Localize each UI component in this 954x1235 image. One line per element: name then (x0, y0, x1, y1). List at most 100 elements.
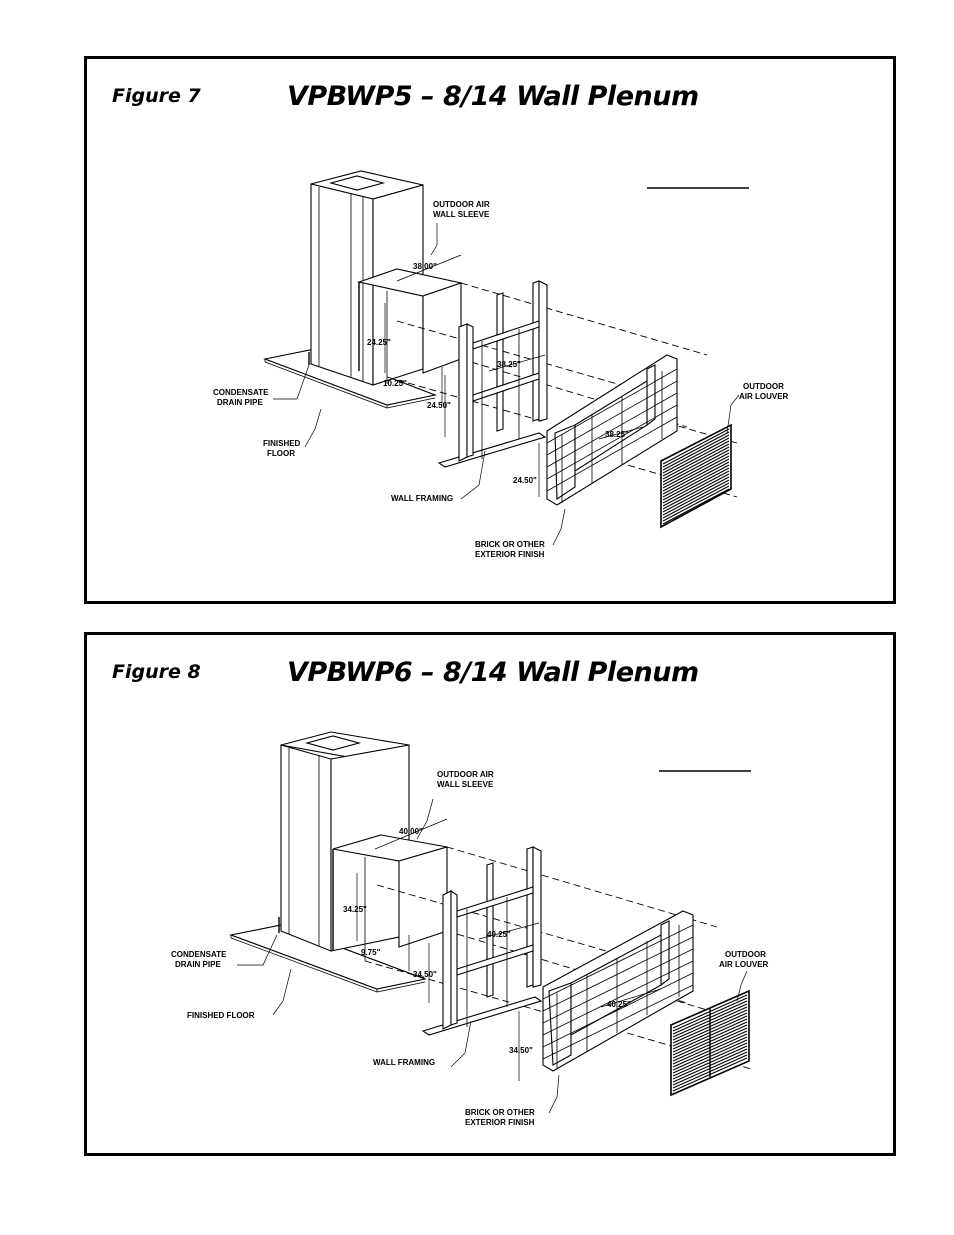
framing-height-dim: 24.50" (427, 401, 451, 410)
louver-slat (662, 449, 730, 486)
outdoor-air-wall-sleeve-label: OUTDOOR AIR (433, 200, 490, 209)
outdoor-air-wall-sleeve-label: WALL SLEEVE (433, 210, 490, 219)
louver-slat (672, 1057, 748, 1092)
figure-title: VPBWP5 – 8/14 Wall Plenum (287, 81, 699, 112)
brick-exterior-wall (542, 910, 694, 1072)
louver-slat (662, 482, 730, 519)
outdoor-air-louver-label: AIR LOUVER (719, 960, 769, 969)
outdoor-air-wall-sleeve-label: WALL SLEEVE (437, 780, 494, 789)
louver-slat (672, 1012, 748, 1047)
louver-slat (672, 1000, 748, 1035)
condensate-drain-pipe-label: CONDENSATE (171, 950, 227, 959)
louver-slat (672, 1030, 748, 1065)
sleeve-width-dim: 40.00" (399, 827, 423, 836)
wall-framing (421, 846, 543, 1036)
outdoor-air-louver (670, 989, 750, 1097)
louver-slat (672, 1039, 748, 1074)
louver-slat (672, 1009, 748, 1044)
louver-slat (672, 1036, 748, 1071)
outdoor-air-louver-label: OUTDOOR (725, 950, 766, 959)
condensate-drain-pipe-label: CONDENSATE (213, 388, 269, 397)
louver-slat (662, 434, 730, 471)
louver-slat (662, 440, 730, 477)
framing-width-dim: 38.25" (497, 360, 521, 369)
louver-slat (672, 1042, 748, 1077)
framing-width-dim: 40.25" (487, 930, 511, 939)
finished-floor-label: FINISHED FLOOR (187, 1011, 255, 1020)
louver-slat (672, 997, 748, 1032)
figure-label: Figure 8 (112, 661, 201, 683)
louver-slat (662, 431, 730, 468)
outdoor-air-louver (660, 423, 732, 529)
louver-slat (672, 1015, 748, 1050)
louver-slat (662, 461, 730, 498)
wall-framing-label: WALL FRAMING (373, 1058, 435, 1067)
louver-slat (662, 443, 730, 480)
louver-slat (662, 485, 730, 522)
brick-width-dim: 40.25" (607, 1000, 631, 1009)
louver-slat (672, 1048, 748, 1083)
louver-slat (672, 1054, 748, 1089)
outdoor-air-wall-sleeve (356, 268, 464, 384)
louver-slat (672, 1051, 748, 1086)
outdoor-air-louver-label: AIR LOUVER (739, 392, 789, 401)
floor-offset-dim: 10.25" (383, 379, 407, 388)
callout-leaders (273, 223, 740, 546)
callout-leaders (237, 798, 748, 1114)
louver-slat (662, 467, 730, 504)
louver-slat (672, 1045, 748, 1080)
figure-8-panel: Figure 8 VPBWP6 – 8/14 Wall Plenum (84, 632, 896, 1156)
wall-plenum-diagram: OUTDOOR AIR WALL SLEEVE CONDENSATE DRAIN… (171, 731, 769, 1127)
brick-exterior-label: BRICK OR OTHER (465, 1108, 535, 1117)
framing-height-dim: 34.50" (413, 970, 437, 979)
wall-plenum-diagram: OUTDOOR AIR WALL SLEEVE CONDENSATE DRAIN… (213, 170, 789, 559)
louver-slat (672, 1006, 748, 1041)
louver-slat (662, 473, 730, 510)
louver-slat (662, 458, 730, 495)
louver-slat (662, 437, 730, 474)
louver-slat (672, 1021, 748, 1056)
louver-slat (662, 452, 730, 489)
dimension-lines (384, 254, 644, 497)
figure-7-panel: Figure 7 VPBWP5 – 8/14 Wall Plenum (84, 56, 896, 604)
louver-slat (672, 1033, 748, 1068)
louver-slat (662, 488, 730, 525)
sleeve-height-dim: 24.25" (367, 338, 391, 347)
louver-slat (662, 446, 730, 483)
indoor-unit-cabinet (310, 170, 424, 386)
louver-slat (672, 1018, 748, 1053)
finished-floor-label: FINISHED (263, 439, 301, 448)
brick-exterior-label: EXTERIOR FINISH (475, 550, 545, 559)
figure-label: Figure 7 (112, 85, 201, 107)
louver-slat (662, 455, 730, 492)
sleeve-height-dim: 34.25" (343, 905, 367, 914)
condensate-drain-pipe-label: DRAIN PIPE (175, 960, 221, 969)
outdoor-air-louver-label: OUTDOOR (743, 382, 784, 391)
louver-slat (672, 1027, 748, 1062)
condensate-drain-pipe-label: DRAIN PIPE (217, 398, 263, 407)
louver-slat (662, 428, 730, 465)
wall-framing-label: WALL FRAMING (391, 494, 453, 503)
louver-slat (662, 476, 730, 513)
brick-exterior-wall (546, 354, 678, 506)
louver-slat (662, 479, 730, 516)
figure-title: VPBWP6 – 8/14 Wall Plenum (287, 657, 699, 688)
brick-width-dim: 38.25" (605, 430, 629, 439)
outdoor-air-wall-sleeve (332, 834, 448, 961)
brick-exterior-label: BRICK OR OTHER (475, 540, 545, 549)
brick-exterior-label: EXTERIOR FINISH (465, 1118, 535, 1127)
finished-floor-slab (228, 924, 427, 993)
brick-height-dim: 34.50" (509, 1046, 533, 1055)
louver-slat (672, 1003, 748, 1038)
louver-slat (662, 470, 730, 507)
outdoor-air-wall-sleeve-label: OUTDOOR AIR (437, 770, 494, 779)
brick-height-dim: 24.50" (513, 476, 537, 485)
dimension-lines (356, 818, 662, 1081)
louver-slat (672, 1024, 748, 1059)
wall-framing (437, 280, 548, 468)
sleeve-width-dim: 38.00" (413, 262, 437, 271)
louver-slat (672, 994, 748, 1029)
louver-slat (662, 464, 730, 501)
finished-floor-label: FLOOR (267, 449, 295, 458)
floor-offset-dim: 9.75" (361, 948, 381, 957)
